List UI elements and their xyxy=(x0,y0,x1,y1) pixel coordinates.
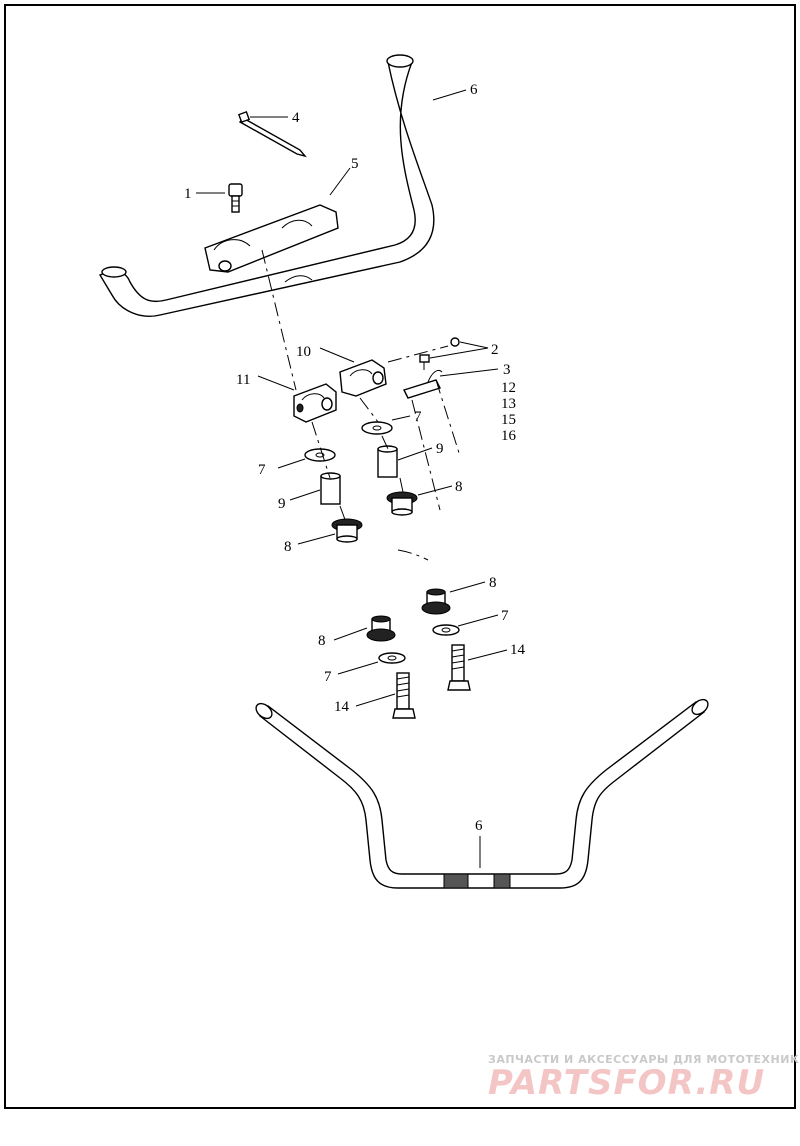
washer-upper-left xyxy=(304,448,336,462)
screws-2 xyxy=(419,337,460,370)
callout-2: 2 xyxy=(491,342,499,358)
callout-6-bottom: 6 xyxy=(475,818,483,834)
callout-4: 4 xyxy=(292,110,300,126)
spacer-left xyxy=(320,472,341,505)
callout-8-lower-right: 8 xyxy=(489,575,497,591)
callout-3: 3 xyxy=(503,362,511,378)
bushing-lower-right xyxy=(421,588,451,615)
callout-7-upper-left: 7 xyxy=(258,462,266,478)
callout-7-lower-right: 7 xyxy=(501,608,509,624)
top-clamp xyxy=(204,204,339,273)
callout-16: 16 xyxy=(501,428,517,444)
callout-8-lower-left: 8 xyxy=(318,633,326,649)
callout-7-lower-left: 7 xyxy=(324,669,332,685)
riser-right xyxy=(339,359,387,397)
callout-7-upper-right: 7 xyxy=(414,409,422,425)
handlebar-bottom xyxy=(255,698,709,889)
washer-lower-left xyxy=(378,652,406,664)
watermark: ЗАПЧАСТИ И АКСЕССУАРЫ ДЛЯ МОТОТЕХНИКИ PA… xyxy=(488,1053,800,1103)
spacer-right xyxy=(377,445,398,478)
riser-left xyxy=(293,383,337,423)
callout-8-upper-left: 8 xyxy=(284,539,292,555)
callout-13: 13 xyxy=(501,396,516,412)
callout-10: 10 xyxy=(296,344,311,360)
callout-labels: 6 4 5 1 2 10 3 12 13 15 16 11 7 7 9 9 8 … xyxy=(184,82,526,834)
center-lines xyxy=(261,249,461,561)
callout-8-upper-right: 8 xyxy=(455,479,463,495)
callout-6-top: 6 xyxy=(470,82,478,98)
callout-11: 11 xyxy=(236,372,250,388)
bushing-upper-right xyxy=(386,491,418,516)
washer-lower-right xyxy=(432,624,460,636)
bushing-lower-left xyxy=(366,615,396,642)
watermark-brand: PARTSFOR.RU xyxy=(488,1063,765,1103)
cable-tie xyxy=(237,110,307,158)
bolt-right xyxy=(447,644,471,691)
leader-lines xyxy=(196,89,508,868)
callout-5: 5 xyxy=(351,156,359,172)
bracket-3 xyxy=(403,369,443,399)
callout-12: 12 xyxy=(501,380,516,396)
callout-9-right: 9 xyxy=(436,441,444,457)
screw-1 xyxy=(228,183,243,213)
callout-1: 1 xyxy=(184,186,192,202)
callout-15: 15 xyxy=(501,412,516,428)
diagram-frame xyxy=(4,4,796,1109)
callout-14-right: 14 xyxy=(510,642,526,658)
callout-14-left: 14 xyxy=(334,699,350,715)
watermark-subtitle: ЗАПЧАСТИ И АКСЕССУАРЫ ДЛЯ МОТОТЕХНИКИ xyxy=(488,1053,800,1066)
callout-9-left: 9 xyxy=(278,496,286,512)
bushing-upper-left xyxy=(331,518,363,543)
handlebar-top xyxy=(98,54,435,317)
bolt-left xyxy=(392,672,416,719)
washer-upper-right xyxy=(361,421,393,435)
